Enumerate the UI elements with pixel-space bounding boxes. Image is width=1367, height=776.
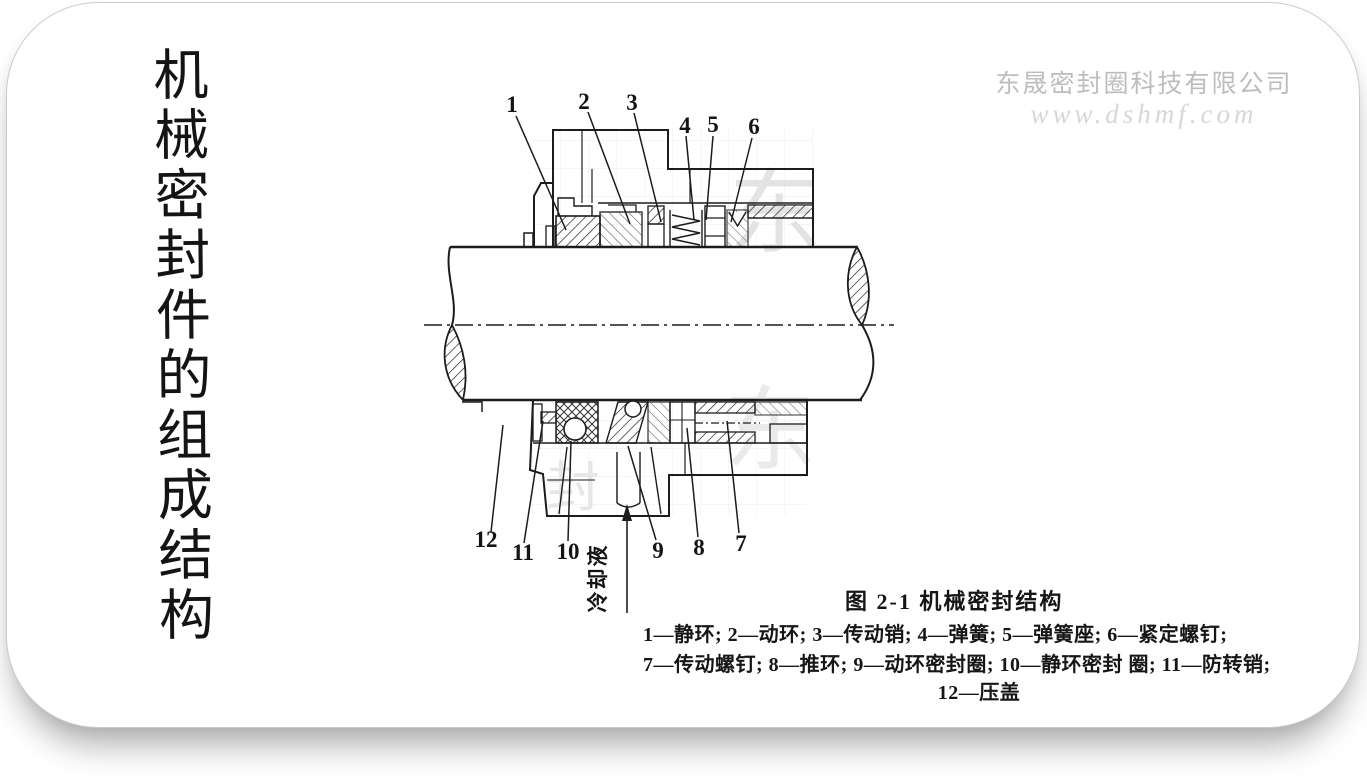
callout-8: 8 — [693, 535, 705, 560]
coolant-label: 冷却液 — [586, 544, 610, 613]
watermark-company: 东晟密封圈科技有限公司 — [995, 71, 1293, 98]
legend-line-3: 12—压盖 — [937, 682, 1021, 704]
shaft — [443, 245, 875, 402]
upper-assembly — [523, 129, 814, 248]
callout-6: 6 — [748, 114, 760, 139]
callout-11: 11 — [512, 540, 534, 565]
legend-line-1: 1—静环; 2—动环; 3—传动销; 4—弹簧; 5—弹簧座; 6—紧定螺钉; — [643, 624, 1228, 646]
callout-3: 3 — [626, 90, 638, 115]
faint-glyph-3: 封 — [546, 458, 600, 518]
callout-5: 5 — [707, 112, 719, 137]
coolant-arrowhead-icon — [622, 504, 632, 521]
callout-9: 9 — [652, 538, 664, 563]
coolant-flow: 冷却液 — [586, 504, 632, 613]
legend-line-2: 7—传动螺钉; 8—推环; 9—动环密封圈; 10—静环密封 圈; 11—防转销… — [643, 654, 1271, 676]
callouts-top: 1 2 3 4 5 6 — [506, 89, 760, 139]
shaft-break-right — [846, 245, 870, 327]
leader-lines — [490, 111, 753, 544]
callouts-bottom: 12 11 10 9 8 7 — [475, 527, 747, 565]
side-vertical-title: 机械密封件的组成结构 — [144, 45, 212, 647]
callout-1: 1 — [506, 92, 518, 117]
callout-7: 7 — [735, 531, 747, 556]
callout-10: 10 — [557, 539, 580, 564]
callout-2: 2 — [578, 89, 590, 114]
callout-12: 12 — [475, 527, 498, 552]
figure-caption: 图 2-1 机械密封结构 — [845, 589, 1064, 614]
lower-assembly — [462, 399, 808, 517]
shaft-break-left — [443, 323, 467, 402]
document-card — [6, 2, 1360, 728]
mechanical-seal-diagram: 东 东 封 — [424, 89, 894, 613]
watermark-website: www.dshmf.com — [1030, 99, 1258, 129]
callout-4: 4 — [679, 113, 691, 138]
